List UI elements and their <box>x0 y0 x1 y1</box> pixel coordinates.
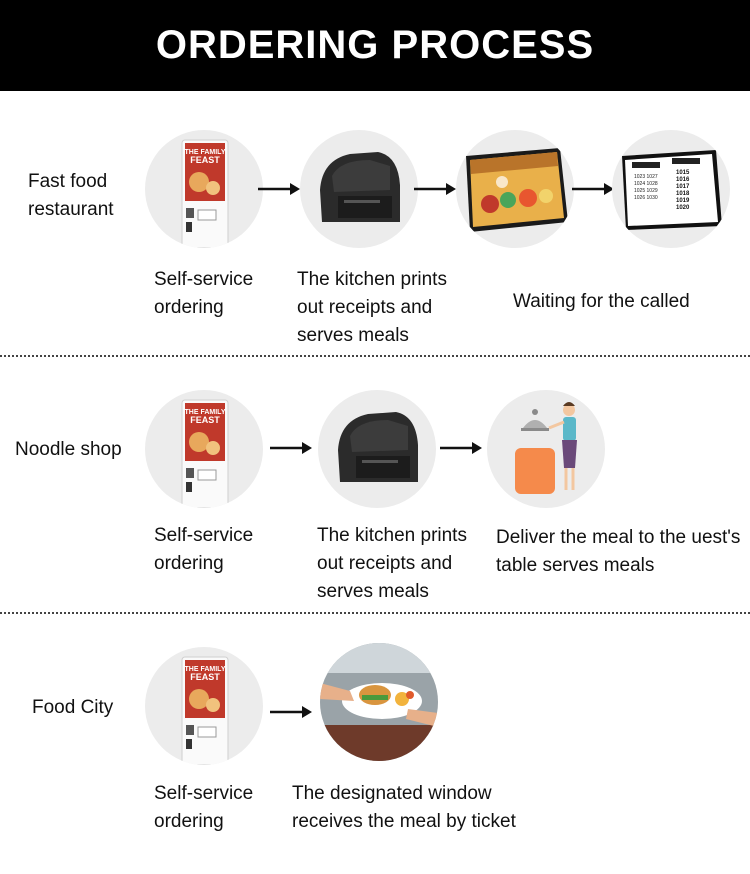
board-number: 1015 <box>676 170 690 176</box>
svg-text:1025 1029: 1025 1029 <box>634 188 658 194</box>
arrow-right-icon <box>270 442 312 454</box>
board-number: 1018 <box>676 191 690 197</box>
board-number: 1019 <box>676 198 690 204</box>
section-label-noodle-shop: Noodle shop <box>15 439 122 460</box>
arrow-right-icon <box>440 442 482 454</box>
caption-designated-window: The designated window receives the meal … <box>292 783 516 832</box>
caption-deliver-meal: Deliver the meal to the uest's table ser… <box>496 527 741 576</box>
caption-self-service: Self-service ordering <box>154 269 254 318</box>
arrow-right-icon <box>572 183 614 195</box>
receipt-printer-image <box>318 390 436 508</box>
caption-self-service: Self-service ordering <box>154 783 254 832</box>
kiosk-image: THE FAMILY FEAST <box>145 130 263 248</box>
section-label-food-city: Food City <box>32 697 114 718</box>
board-number: 1016 <box>676 177 690 183</box>
menu-display-image <box>456 130 574 248</box>
arrow-right-icon <box>258 183 300 195</box>
meal-handover-image <box>320 643 438 761</box>
arrow-right-icon <box>414 183 456 195</box>
kiosk-image: THE FAMILY FEAST <box>145 390 263 508</box>
svg-text:1023 1027: 1023 1027 <box>634 174 658 180</box>
section-divider <box>0 355 750 357</box>
svg-text:1024 1028: 1024 1028 <box>634 181 658 187</box>
section-label-fast-food: Fast food restaurant <box>28 171 114 220</box>
kiosk-screen-text-2: FEAST <box>190 155 220 165</box>
board-number: 1017 <box>676 184 690 190</box>
board-number: 1020 <box>676 205 690 211</box>
caption-self-service: Self-service ordering <box>154 525 254 574</box>
kiosk-screen-text-1: THE FAMILY <box>185 666 226 673</box>
caption-kitchen-prints: The kitchen prints out receipts and serv… <box>317 525 467 602</box>
kiosk-screen-text-1: THE FAMILY <box>185 409 226 416</box>
section-divider <box>0 612 750 614</box>
caption-kitchen-prints: The kitchen prints out receipts and serv… <box>297 269 447 346</box>
waiter-serving-image <box>487 390 605 508</box>
receipt-printer-image <box>300 130 418 248</box>
kiosk-screen-text-1: THE FAMILY <box>185 149 226 156</box>
kiosk-screen-text-2: FEAST <box>190 672 220 682</box>
arrow-right-icon <box>270 706 312 718</box>
page-title: ORDERING PROCESS <box>155 23 595 67</box>
kiosk-screen-text-2: FEAST <box>190 415 220 425</box>
queue-number-board-image: 1023 1027 1024 1028 1025 1029 1026 1030 … <box>612 130 730 248</box>
page-header: ORDERING PROCESS <box>0 0 750 91</box>
svg-text:1026 1030: 1026 1030 <box>634 195 658 201</box>
kiosk-image: THE FAMILY FEAST <box>145 647 263 765</box>
caption-waiting: Waiting for the called <box>513 291 690 312</box>
